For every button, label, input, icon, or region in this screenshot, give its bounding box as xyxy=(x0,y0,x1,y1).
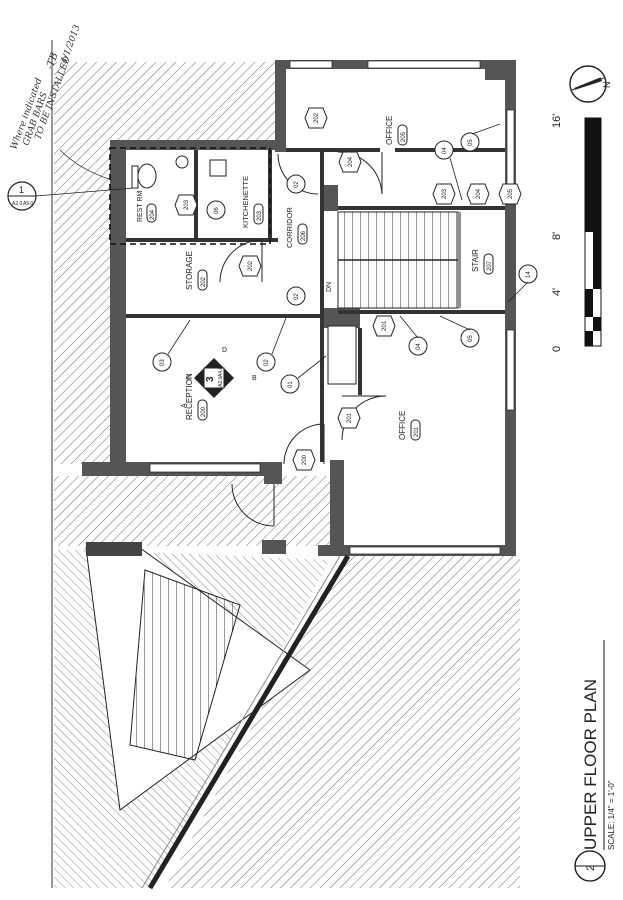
finish-tag: 05 xyxy=(468,139,474,146)
finish-tag: 14 xyxy=(526,271,532,278)
room-name-corridor: CORRIDOR xyxy=(285,207,294,248)
finish-tags: 01 02 02 02 03 04 04 05 05 06 14 xyxy=(152,132,538,394)
door-tags: 200 201 201 202 202 203 203 204 xyxy=(174,107,522,471)
door-tag: 200 xyxy=(302,454,308,465)
drawing-title: UPPER FLOOR PLAN xyxy=(581,679,600,850)
room-number-stair: 207 xyxy=(487,260,493,271)
elevation-marker-c: C xyxy=(186,375,191,382)
room-number-storage: 202 xyxy=(201,276,207,287)
door-tag: 205 xyxy=(508,188,514,199)
elevation-marker-d: D xyxy=(222,347,227,354)
section-marker-sheet: A2.0 xyxy=(12,201,23,207)
room-name-office-201: OFFICE xyxy=(398,411,407,440)
finish-tag: 02 xyxy=(294,181,300,188)
stair-treads xyxy=(337,211,461,309)
finish-tag: 05 xyxy=(468,335,474,342)
finish-tag: 01 xyxy=(288,381,294,388)
finish-tag: 06 xyxy=(214,207,220,214)
elevation-marker-sheet: A2.0 xyxy=(218,376,224,387)
scale-bar-8: 8' xyxy=(551,232,563,240)
elevation-marker-a: A xyxy=(181,403,188,408)
door-tag: 204 xyxy=(348,156,354,167)
door-tag: 202 xyxy=(314,112,320,123)
interior-walls xyxy=(126,148,505,462)
room-name-kitchenette: KITCHENETTE xyxy=(241,176,250,228)
drawing-title-block: 2 UPPER FLOOR PLAN SCALE: 1/4" = 1'-0" xyxy=(574,640,616,882)
elevation-marker: 3 A2.0 A4.0 A B C D xyxy=(181,347,257,408)
scale-bar-0: 0 xyxy=(551,346,563,352)
toilet-fixture xyxy=(131,155,227,189)
north-arrow: N xyxy=(569,65,612,103)
leader-lines xyxy=(167,123,529,379)
elevation-marker-sheet2: A4.0 xyxy=(218,366,224,377)
finish-tag: 04 xyxy=(442,147,448,154)
room-number-corridor: 206 xyxy=(301,230,307,241)
finish-tag: 04 xyxy=(416,343,422,350)
finish-tag: 02 xyxy=(294,293,300,300)
section-marker: 1 A2.0 A5.0 xyxy=(7,181,135,211)
drawing-scale: SCALE: 1/4" = 1'-0" xyxy=(607,780,616,850)
room-number-reception: 200 xyxy=(201,406,207,417)
room-name-reception: RECEPTION xyxy=(185,373,194,420)
door-tag: 201 xyxy=(382,320,388,331)
room-name-storage: STORAGE xyxy=(185,251,194,290)
door-tag: 202 xyxy=(248,260,254,271)
note-initials: -TB xyxy=(44,51,60,71)
counter-block xyxy=(327,325,357,385)
stair-dn-label: DN xyxy=(326,282,333,292)
door-tag: 201 xyxy=(347,412,353,423)
elevation-marker-b: B xyxy=(252,375,257,382)
finish-tag: 03 xyxy=(160,359,166,366)
section-marker-sheet2: A5.0 xyxy=(23,201,34,207)
exterior-stair xyxy=(85,542,351,890)
finish-tag: 02 xyxy=(264,359,270,366)
room-name-stair: STAIR xyxy=(471,249,480,272)
elevation-marker-number: 3 xyxy=(205,376,216,382)
room-number-office-201: 201 xyxy=(414,426,420,437)
door-tag: 204 xyxy=(476,188,482,199)
section-marker-number: 1 xyxy=(19,185,24,195)
scale-bar-4: 4' xyxy=(551,288,563,296)
room-number-restroom: 204 xyxy=(150,209,156,220)
windows xyxy=(149,60,515,555)
door-tag: 203 xyxy=(442,188,448,199)
north-arrow-label: N xyxy=(602,82,612,89)
drawing-number: 2 xyxy=(585,865,597,871)
restroom-dashed-outline xyxy=(109,147,271,245)
scale-bar: 0 4' 8' 16' xyxy=(551,114,602,352)
scale-bar-16: 16' xyxy=(551,114,563,128)
room-name-restroom: REST RM xyxy=(137,190,144,222)
door-tag: 203 xyxy=(184,199,190,210)
door-swings xyxy=(219,151,387,527)
room-number-kitchenette: 203 xyxy=(257,210,263,221)
room-name-office-205: OFFICE xyxy=(385,116,394,145)
room-number-office-205: 205 xyxy=(401,131,407,142)
room-labels: RECEPTION 200 OFFICE 201 STORAGE 202 KIT… xyxy=(137,116,494,441)
